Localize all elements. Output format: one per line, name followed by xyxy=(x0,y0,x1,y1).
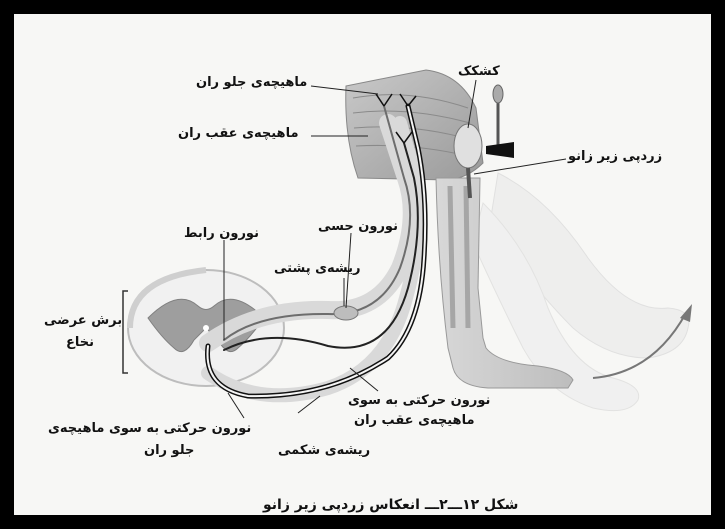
figure-area: ماهیچه‌ی جلو ران ماهیچه‌ی عقب ران کشکک ز… xyxy=(28,28,725,529)
label-sensory-neuron: نورون حسی xyxy=(318,218,398,236)
label-motor-to-hamstring-2: ماهیچه‌ی عقب ران xyxy=(354,412,475,430)
label-spinal-cord: نخاع xyxy=(66,334,94,352)
label-motor-to-quad-1: نورون حرکتی به سوی ماهیچه‌ی xyxy=(48,420,251,438)
kneecap-shape xyxy=(454,124,482,168)
label-interneuron: نورون رابط xyxy=(184,225,259,243)
label-dorsal-root: ریشه‌ی پشتی xyxy=(274,260,361,278)
label-patellar-tendon: زردپی زیر زانو xyxy=(568,148,662,166)
label-motor-to-hamstring-1: نورون حرکتی به سوی xyxy=(348,392,490,410)
label-quadriceps: ماهیچه‌ی جلو ران xyxy=(196,74,307,92)
label-ventral-root: ریشه‌ی شکمی xyxy=(278,442,370,460)
label-cross-section: برش عرضی xyxy=(44,312,122,330)
patellar-tendon-shape xyxy=(468,168,470,198)
label-hamstring: ماهیچه‌ی عقب ران xyxy=(178,125,299,143)
reflex-hammer xyxy=(486,85,514,158)
label-kneecap: کشکک xyxy=(458,63,500,81)
dorsal-root-ganglion xyxy=(334,306,358,320)
label-motor-to-quad-2: جلو ران xyxy=(144,442,194,460)
figure-caption: شکل ۱۲ـــ۲ـــ انعکاس زردپی زیر زانو xyxy=(263,496,518,514)
knee-reflex-diagram xyxy=(28,28,725,529)
